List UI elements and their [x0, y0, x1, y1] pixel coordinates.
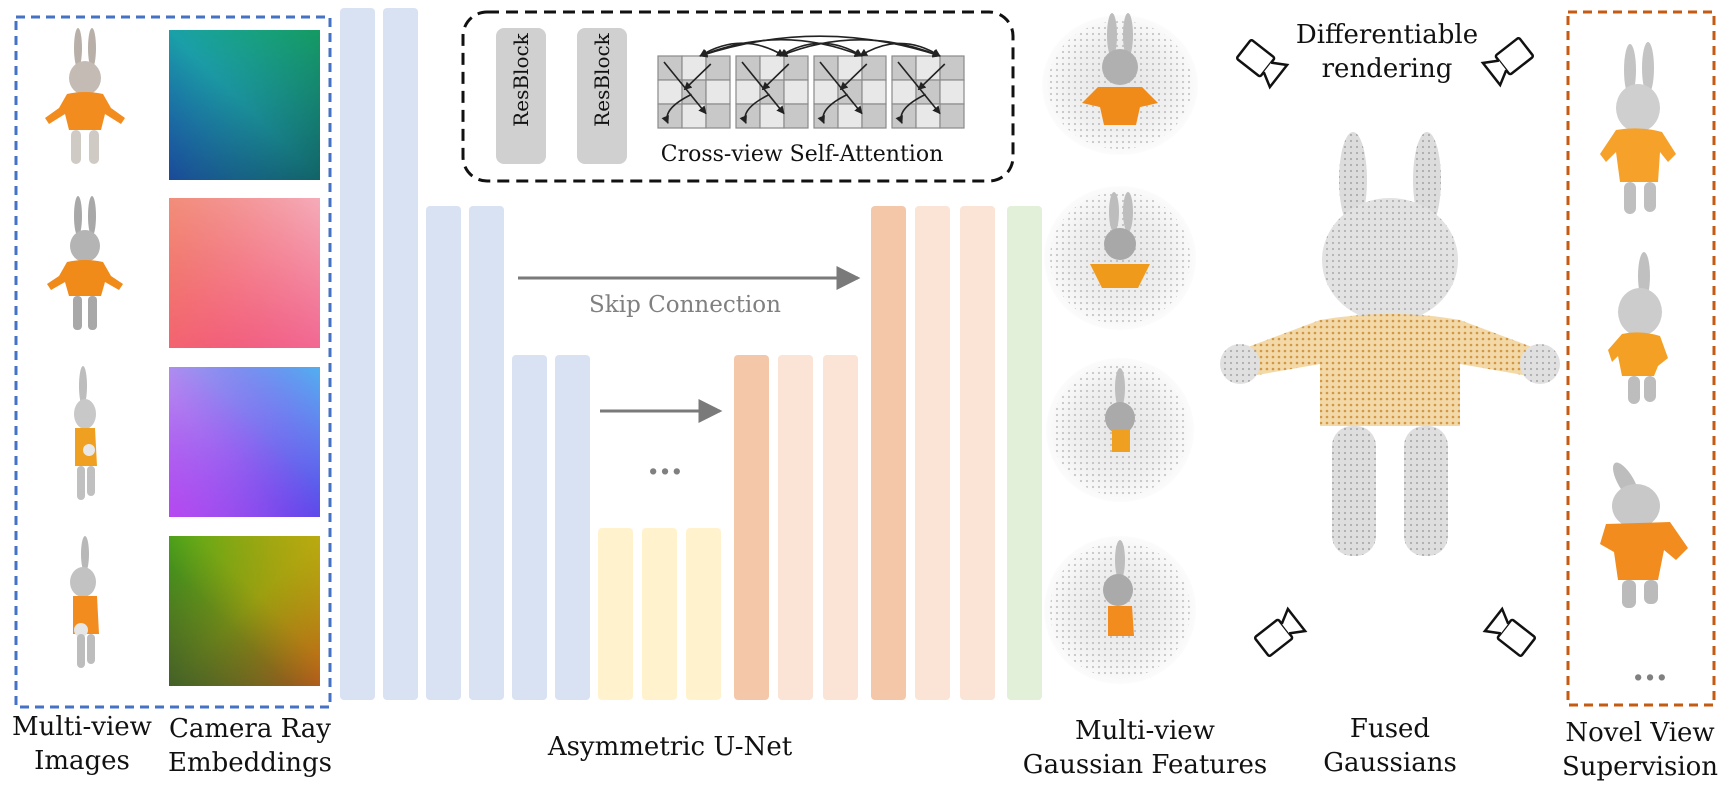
- label-skip-connection: Skip Connection: [589, 292, 781, 318]
- attention-grid: [735, 55, 809, 129]
- input-rabbit-4: [70, 536, 99, 668]
- attention-grid: [657, 55, 731, 129]
- input-views-box: [14, 15, 332, 709]
- attention-grid: [891, 55, 965, 129]
- unet-ellipsis: ...: [647, 443, 683, 483]
- ray-embedding-1: [169, 30, 320, 180]
- novel-view-box: [1566, 10, 1716, 707]
- decoder-block: [778, 355, 813, 700]
- input-rabbit-3: [74, 366, 97, 500]
- cross-view-arrow: [699, 35, 941, 58]
- encoder-block: [340, 8, 375, 700]
- label-cross-view-self-attention: Cross-view Self-Attention: [660, 142, 944, 167]
- label-asymmetric-unet: Asymmetric U-Net: [547, 732, 793, 762]
- attention-grid: [813, 55, 887, 129]
- resblock-2: [577, 28, 627, 164]
- decoder-block: [915, 206, 950, 700]
- resblock-1: [496, 28, 546, 164]
- resblock-1-label: ResBlock: [509, 33, 533, 127]
- unet-blocks: [340, 8, 1042, 700]
- bottleneck-block: [598, 528, 633, 700]
- ray-embedding-3: [169, 367, 320, 517]
- decoder-block: [871, 206, 906, 700]
- encoder-block: [512, 355, 547, 700]
- encoder-block: [555, 355, 590, 700]
- cross-view-arrow: [859, 42, 941, 57]
- attention-grids: [657, 35, 965, 129]
- resblock-2-label: ResBlock: [590, 33, 614, 127]
- input-rabbit-1: [45, 28, 125, 164]
- decoder-block: [734, 355, 769, 700]
- encoder-block: [383, 8, 418, 700]
- decoder-block: [823, 355, 858, 700]
- encoder-block: [426, 206, 461, 700]
- output-block: [1007, 206, 1042, 700]
- ray-embedding-2: [169, 198, 320, 348]
- novel-view-ellipsis: ...: [1632, 649, 1668, 689]
- input-rabbit-2: [47, 196, 123, 330]
- encoder-block: [469, 206, 504, 700]
- decoder-block: [960, 206, 995, 700]
- bottleneck-block: [686, 528, 721, 700]
- bottleneck-block: [642, 528, 677, 700]
- ray-embedding-4: [169, 536, 320, 686]
